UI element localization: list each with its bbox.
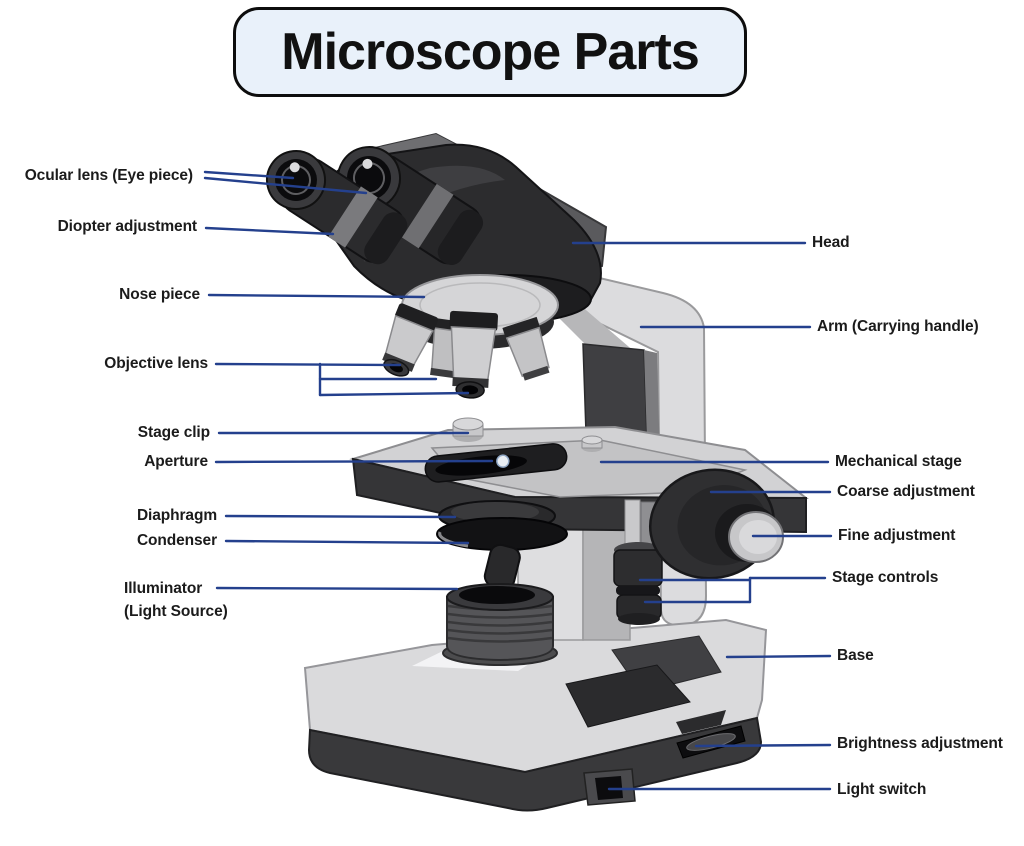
- leader-objective-3: [318, 391, 470, 397]
- leader-lines: [203, 170, 833, 791]
- leader-base: [725, 654, 832, 659]
- objective-lens-right: [502, 316, 550, 381]
- label-mechanical-stage: Mechanical stage: [835, 453, 962, 470]
- label-aperture: Aperture: [144, 453, 208, 470]
- label-illuminator-line2: (Light Source): [124, 603, 228, 620]
- leader-ocular-2: [203, 176, 368, 195]
- label-coarse-adjustment: Coarse adjustment: [837, 483, 975, 500]
- page-title: Microscope Parts: [281, 23, 699, 81]
- light-switch: [583, 768, 636, 806]
- leader-nosepiece: [207, 293, 426, 299]
- label-stage-clip: Stage clip: [137, 424, 210, 441]
- label-base: Base: [837, 647, 874, 664]
- label-condenser: Condenser: [136, 532, 217, 549]
- label-fine-adjustment: Fine adjustment: [838, 527, 956, 544]
- stage-clip: [452, 417, 603, 452]
- label-nose-piece: Nose piece: [119, 286, 200, 303]
- label-illuminator-line1: Illuminator: [124, 580, 203, 597]
- title-box: Microscope Parts: [233, 7, 747, 97]
- leader-condenser: [224, 539, 470, 545]
- label-brightness-adjustment: Brightness adjustment: [837, 735, 1003, 752]
- leader-ocular-1: [203, 170, 295, 180]
- leader-illuminator: [215, 586, 459, 591]
- objective-lens-center: [449, 310, 499, 399]
- label-ocular-lens: Ocular lens (Eye piece): [24, 167, 193, 184]
- label-diaphragm: Diaphragm: [136, 507, 217, 524]
- leader-aperture: [214, 459, 494, 464]
- label-illuminator: Illuminator (Light Source): [124, 577, 228, 623]
- leader-brightness: [694, 743, 832, 748]
- eyepiece-left: [266, 150, 408, 265]
- label-diopter-adjustment: Diopter adjustment: [57, 218, 198, 235]
- leader-objective-1: [214, 362, 402, 367]
- label-light-switch: Light switch: [837, 781, 927, 798]
- leader-diaphragm: [224, 514, 457, 519]
- illuminator: [442, 583, 558, 666]
- label-head: Head: [812, 234, 850, 251]
- label-arm-carrying-handle: Arm (Carrying handle): [817, 318, 979, 335]
- nosepiece-turret: [401, 274, 592, 349]
- label-objective-lens: Objective lens: [104, 355, 208, 372]
- label-stage-controls: Stage controls: [832, 569, 939, 586]
- leader-diopter: [204, 226, 335, 236]
- diaphragm-condenser: [436, 500, 568, 590]
- base-top-details: [565, 635, 726, 734]
